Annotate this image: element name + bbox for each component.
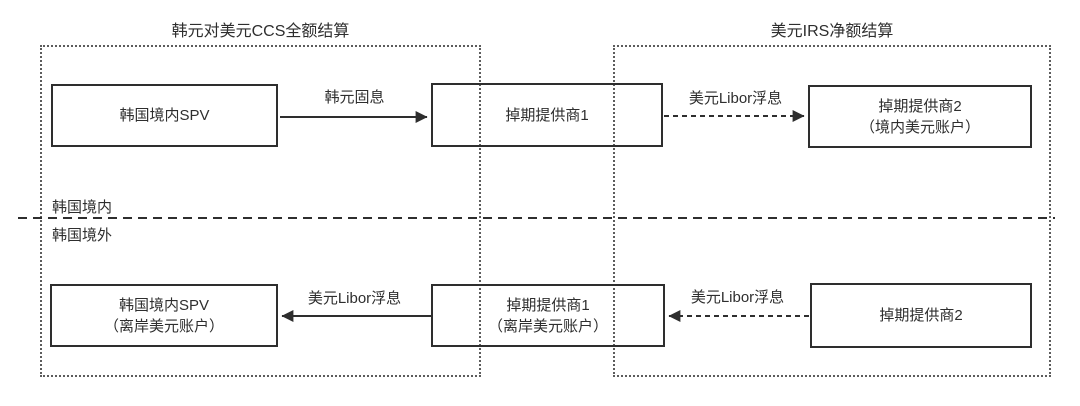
node-korea-spv-offshore-usd: 韩国境内SPV （离岸美元账户） — [50, 284, 278, 347]
offshore-label: 韩国境外 — [52, 227, 113, 244]
ccs-region-border — [40, 45, 481, 377]
node-label: 韩国境内SPV — [119, 107, 210, 124]
flow-label-usd-libor-top: 美元Libor浮息 — [688, 90, 783, 107]
node-swap-provider2: 掉期提供商2 — [810, 283, 1032, 348]
node-label: 掉期提供商1 — [506, 296, 590, 314]
node-sublabel: （境内美元账户） — [859, 118, 980, 136]
irs-region-title: 美元IRS净额结算 — [770, 23, 894, 40]
node-label: 掉期提供商2 — [878, 97, 962, 115]
node-label: 韩国境内SPV — [118, 296, 209, 314]
node-sublabel: （离岸美元账户） — [103, 317, 224, 335]
node-label: 掉期提供商1 — [505, 106, 589, 124]
onshore-label: 韩国境内 — [52, 199, 113, 216]
node-sublabel: （离岸美元账户） — [487, 317, 608, 335]
flow-label-usd-libor-bottom-left: 美元Libor浮息 — [307, 290, 402, 307]
node-korea-spv-domestic: 韩国境内SPV — [51, 84, 278, 147]
irs-region-border — [613, 45, 1051, 377]
node-label: 掉期提供商2 — [879, 307, 963, 324]
node-swap-provider2-domestic-usd: 掉期提供商2 （境内美元账户） — [808, 85, 1032, 148]
node-swap-provider1-offshore-usd: 掉期提供商1 （离岸美元账户） — [431, 284, 665, 347]
ccs-region-title: 韩元对美元CCS全额结算 — [171, 23, 350, 40]
flow-label-usd-libor-bottom-right: 美元Libor浮息 — [690, 289, 785, 306]
flow-label-krw-fixed: 韩元固息 — [324, 89, 385, 106]
node-swap-provider1: 掉期提供商1 — [431, 83, 663, 147]
